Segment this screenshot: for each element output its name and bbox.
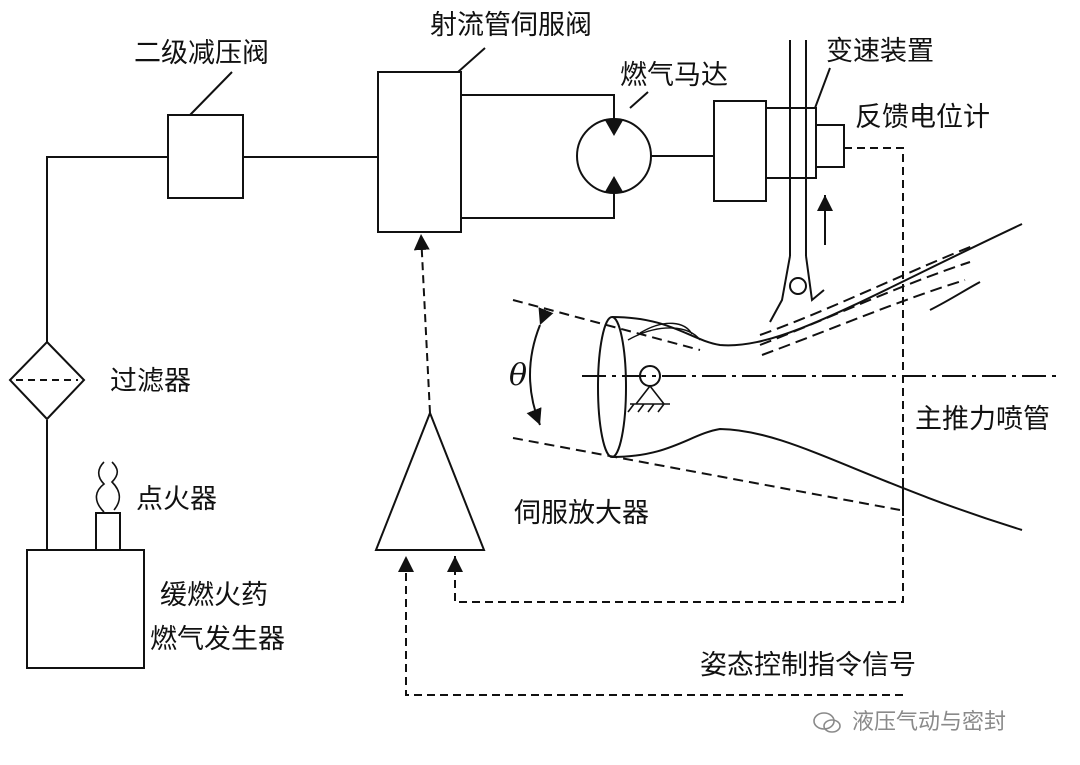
jet-plume-right <box>929 281 981 311</box>
amplifier-to-servo-signal <box>413 233 431 414</box>
jet-plume-upper <box>759 244 976 356</box>
motor-outlet-triangle <box>604 175 624 193</box>
servo-valve-leader-line <box>457 47 486 73</box>
label-filter: 过滤器 <box>110 366 191 397</box>
label-command: 姿态控制指令信号 <box>700 650 916 681</box>
pipe-servo-motor-lower <box>461 192 615 219</box>
feedback-pot-box <box>815 124 845 168</box>
reducer-leader-line <box>189 71 233 116</box>
motor-leader-line <box>629 91 649 109</box>
pipe-filter-reducer <box>46 156 168 342</box>
gimbal-support-icon <box>627 384 670 413</box>
command-signal-path <box>398 556 903 696</box>
nozzle-inlet-ellipse <box>597 316 627 458</box>
actuator-arm <box>769 255 825 323</box>
pipe-servo-motor-upper <box>461 94 615 120</box>
actuator-pivot <box>789 277 807 295</box>
label-theta: θ <box>509 358 528 393</box>
label-amplifier: 伺服放大器 <box>514 498 649 529</box>
nozzle-lower-contour <box>611 427 1023 531</box>
gearbox-leader-line <box>814 67 831 109</box>
igniter-body <box>95 512 121 551</box>
label-motor: 燃气马达 <box>620 60 728 91</box>
label-gearbox: 变速装置 <box>826 36 934 67</box>
wechat-logo-icon <box>812 710 842 736</box>
label-reducer: 二级减压阀 <box>134 38 269 69</box>
nozzle-axis-upper-limit <box>512 299 701 351</box>
gas-generator-box <box>26 549 145 669</box>
nozzle-upper-contour <box>611 223 1023 347</box>
servo-valve-box <box>377 71 462 233</box>
motor-inlet-triangle <box>604 119 624 137</box>
reducer-valve-box <box>167 114 244 199</box>
label-nozzle: 主推力喷管 <box>915 404 1050 435</box>
deflection-angle-arc <box>526 307 554 426</box>
nozzle-throat-lines <box>627 322 701 341</box>
label-servo-valve: 射流管伺服阀 <box>430 10 592 41</box>
nozzle-axis-lower-limit <box>512 437 901 511</box>
servo-amplifier-triangle <box>374 410 486 551</box>
filter-symbol <box>8 340 86 421</box>
label-feedback-pot: 反馈电位计 <box>855 102 990 133</box>
label-generator-line2: 燃气发生器 <box>150 624 285 655</box>
gearbox-box <box>713 100 767 202</box>
label-generator-line1: 缓燃火药 <box>160 580 268 611</box>
label-igniter: 点火器 <box>136 484 217 515</box>
watermark: 液压气动与密封 <box>852 710 1007 735</box>
igniter-flame-icon <box>95 461 121 513</box>
feedback-signal-path <box>447 147 904 603</box>
